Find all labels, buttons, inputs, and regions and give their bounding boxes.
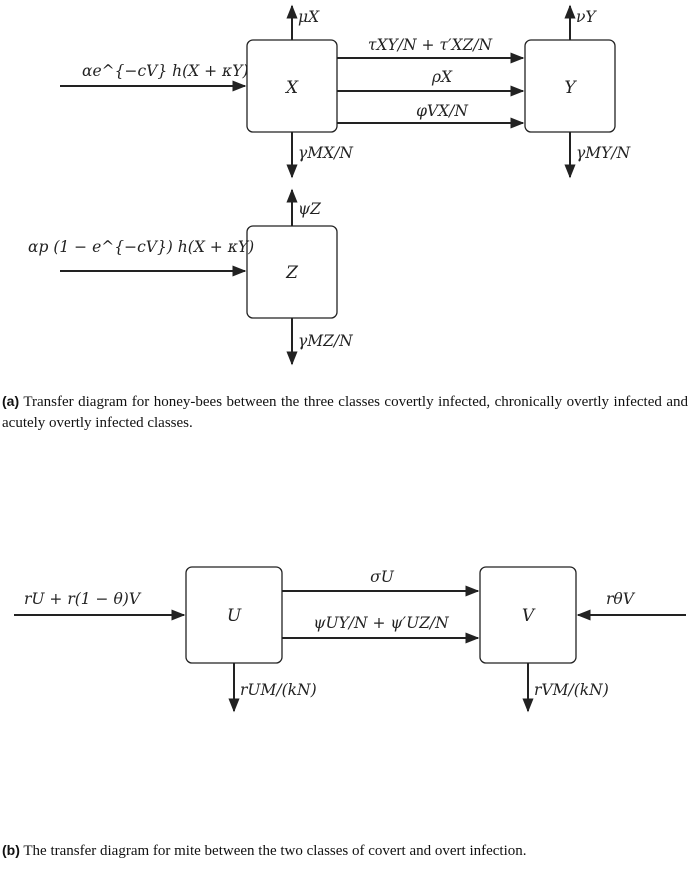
diagram-b: U V rU + r(1 − θ)V σU ψUY/N + ψ′UZ/N rθV… xyxy=(14,566,686,713)
node-u-label: U xyxy=(227,606,242,626)
label-x-to-y-1: τXY/N + τ′XZ/N xyxy=(368,36,494,54)
label-x-inflow: αe^{−cV} h(X + κY) xyxy=(82,62,249,80)
label-z-bottom: γMZ/N xyxy=(298,332,354,350)
label-v-inflow: rθV xyxy=(606,590,636,608)
caption-b-text: The transfer diagram for mite between th… xyxy=(23,843,527,859)
label-u-to-v-2: ψUY/N + ψ′UZ/N xyxy=(313,614,450,632)
caption-b-tag: (b) xyxy=(2,842,20,858)
label-v-bottom: rVM/(kN) xyxy=(534,681,609,699)
node-y-label: Y xyxy=(564,78,577,98)
label-z-top: ψZ xyxy=(298,200,321,218)
label-x-to-y-3: φVX/N xyxy=(416,102,469,120)
label-x-bottom: γMX/N xyxy=(298,144,354,162)
node-z-label: Z xyxy=(285,263,299,283)
diagram-a: X Y Z αe^{−cV} h(X + κY) μX γMX/N τXY/N … xyxy=(28,4,632,366)
label-u-inflow: rU + r(1 − θ)V xyxy=(24,590,142,608)
node-x-label: X xyxy=(284,78,299,98)
label-x-top: μX xyxy=(298,8,320,26)
node-v-label: V xyxy=(522,606,536,626)
label-u-to-v-1: σU xyxy=(370,568,395,586)
label-u-bottom: rUM/(kN) xyxy=(240,681,317,699)
label-x-to-y-2: ρX xyxy=(431,68,453,86)
label-y-bottom: γMY/N xyxy=(576,144,632,162)
label-y-top: νY xyxy=(576,8,597,26)
caption-b: (b) The transfer diagram for mite betwee… xyxy=(2,840,688,862)
caption-a-text: Transfer diagram for honey-bees between … xyxy=(2,394,689,431)
label-z-inflow: αp (1 − e^{−cV}) h(X + κY) xyxy=(28,238,254,256)
caption-a-tag: (a) xyxy=(2,393,20,409)
caption-a: (a) Transfer diagram for honey-bees betw… xyxy=(2,391,688,434)
